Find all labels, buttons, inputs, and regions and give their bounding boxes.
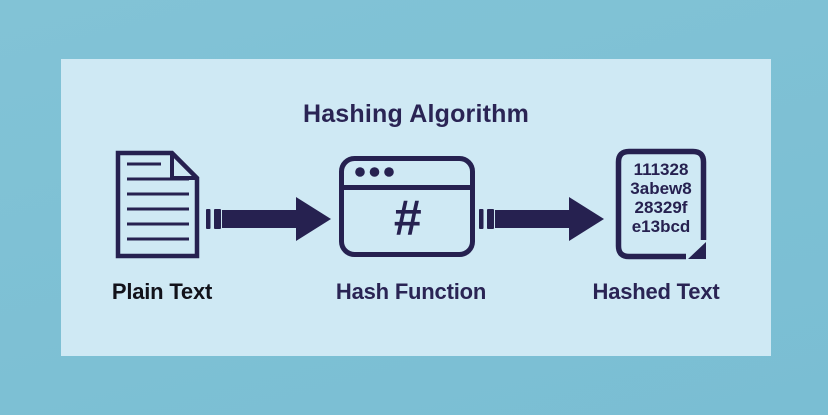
diagram-title: Hashing Algorithm [302, 100, 530, 128]
hashed-text-node: 111328 3abew8 28329f e13bcd [614, 147, 708, 260]
plain-text-node [113, 149, 201, 260]
arrow-right-icon [206, 196, 331, 242]
document-icon [113, 149, 201, 260]
arrow-right-icon [479, 196, 604, 242]
hash-function-node: # [338, 155, 476, 258]
diagram-panel: Hashing Algorithm [61, 59, 771, 356]
hashed-document-icon [614, 147, 708, 260]
hashed-text-label: Hashed Text [592, 279, 720, 304]
hash-function-label: Hash Function [335, 279, 487, 304]
plain-text-label: Plain Text [111, 279, 213, 304]
hash-output-text: 111328 3abew8 28329f e13bcd [630, 160, 692, 236]
hash-symbol-icon: # [393, 190, 421, 246]
browser-window-icon [338, 155, 476, 258]
